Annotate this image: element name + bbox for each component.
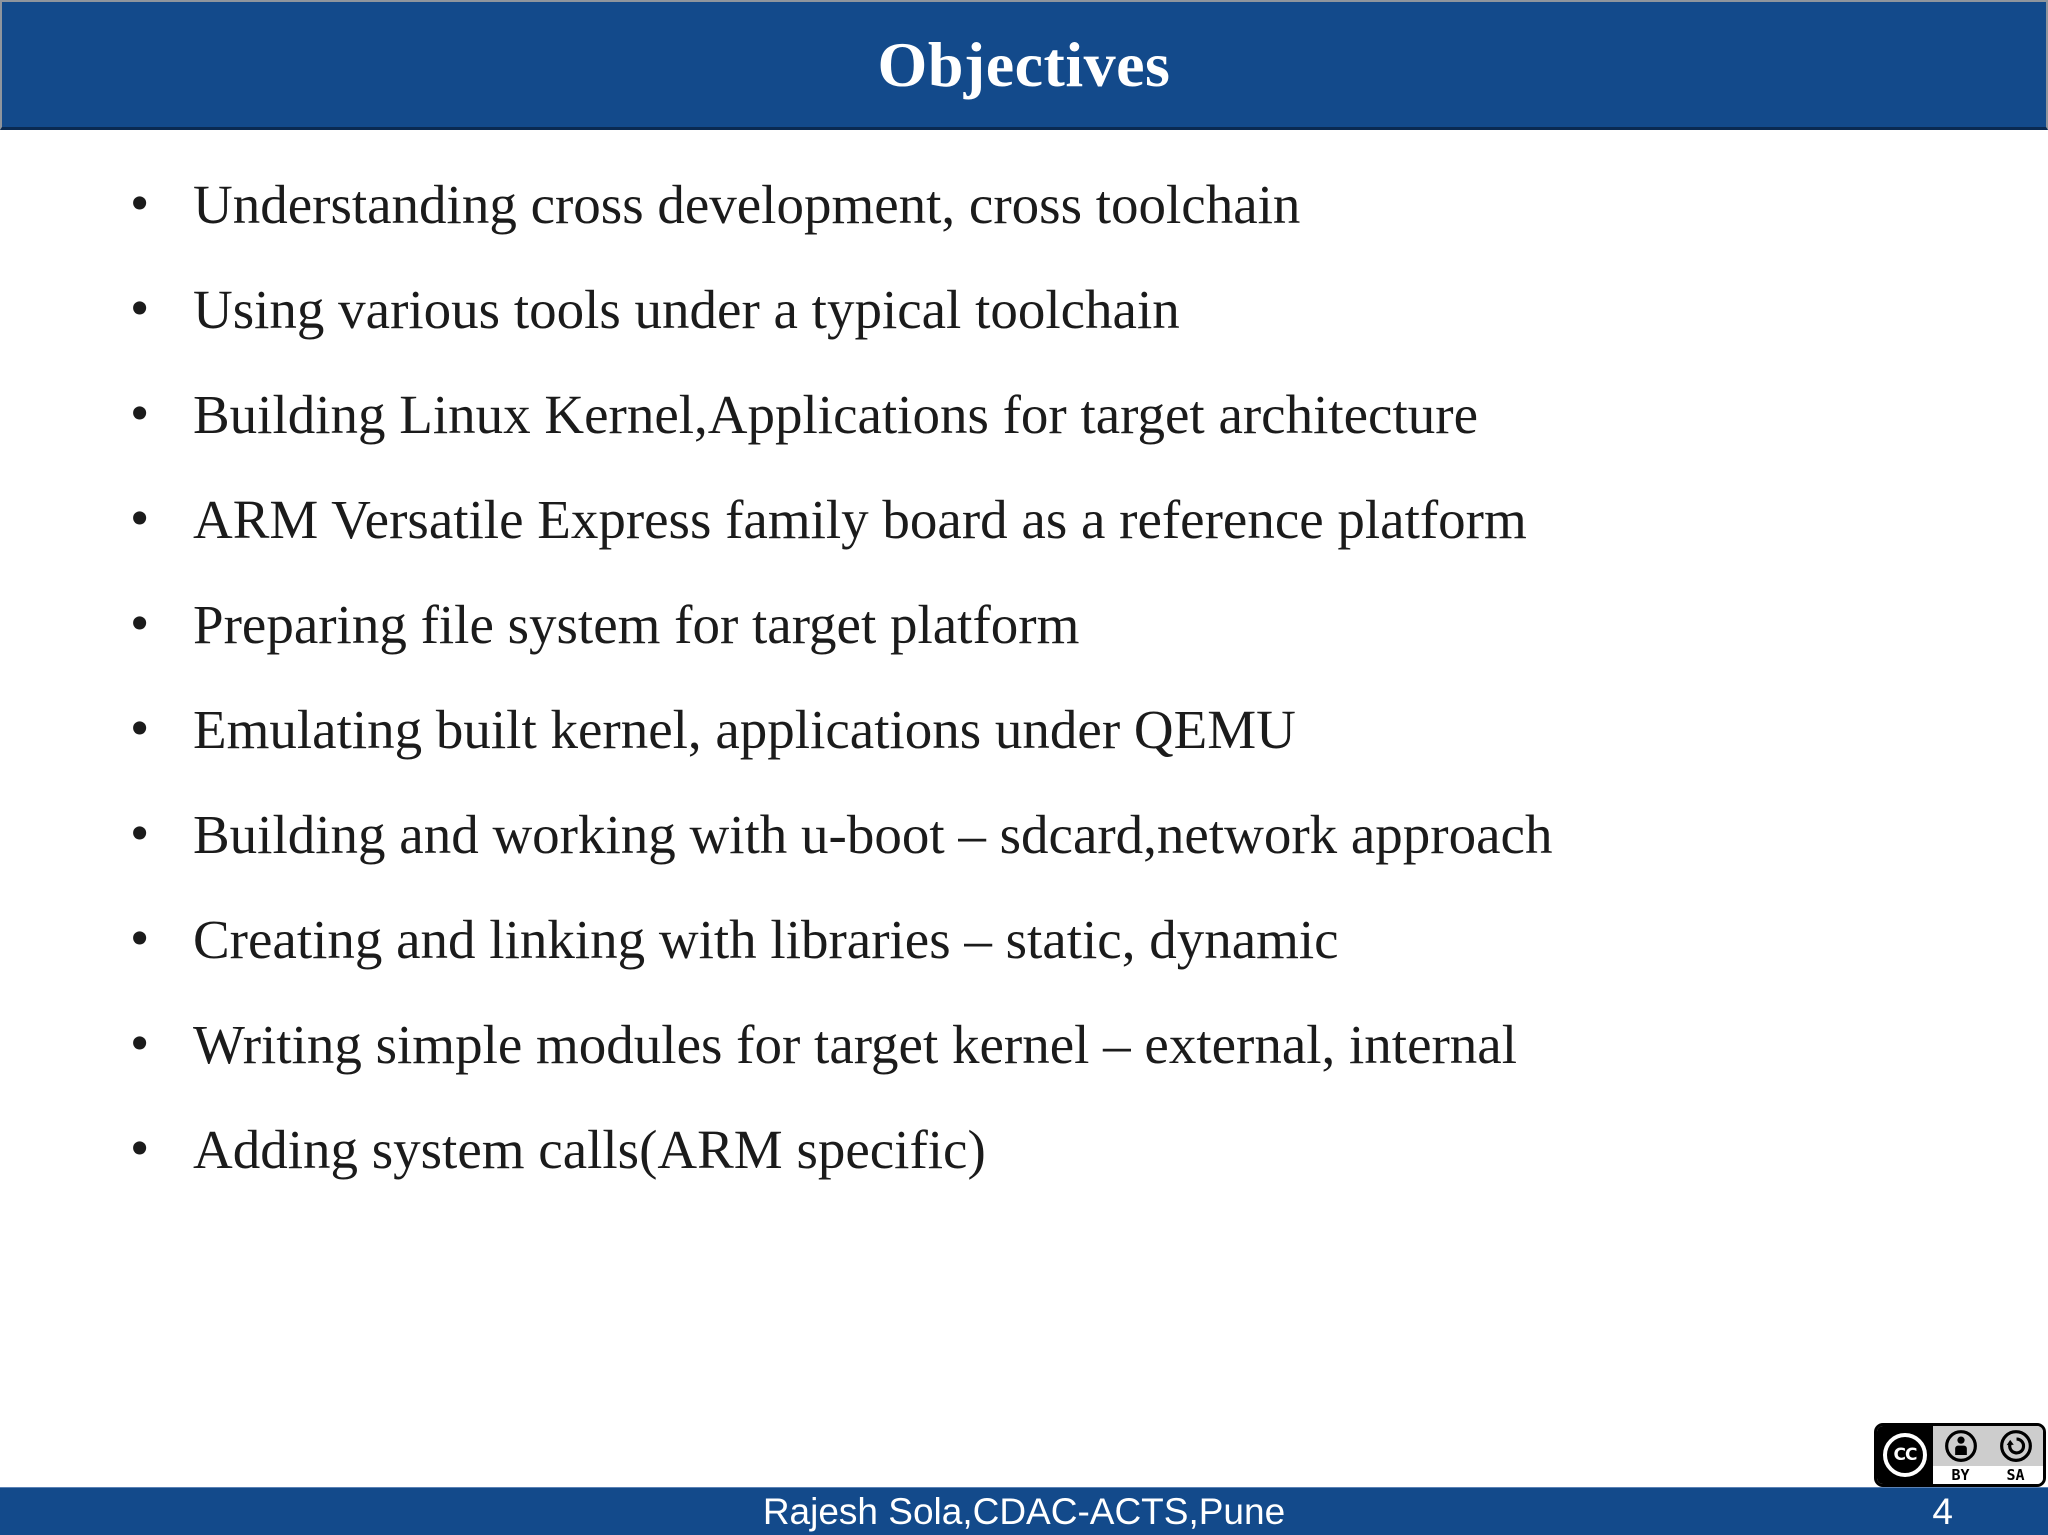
bullet-item: • Building Linux Kernel,Applications for… bbox=[130, 382, 2008, 445]
bullet-dot-icon: • bbox=[130, 382, 150, 443]
bullet-text: Understanding cross development, cross t… bbox=[193, 174, 1301, 235]
bullet-text: Building and working with u-boot – sdcar… bbox=[193, 804, 1553, 865]
page-number: 4 bbox=[1932, 1491, 1953, 1532]
bullet-list: • Understanding cross development, cross… bbox=[0, 130, 2048, 1226]
bullet-text: Creating and linking with libraries – st… bbox=[193, 909, 1339, 970]
bullet-item: • Understanding cross development, cross… bbox=[130, 172, 2008, 235]
bullet-item: • Emulating built kernel, applications u… bbox=[130, 697, 2008, 760]
bullet-dot-icon: • bbox=[130, 172, 150, 233]
cc-badge-left-panel: CC bbox=[1877, 1426, 1933, 1484]
bullet-dot-icon: • bbox=[130, 592, 150, 653]
bullet-text: Using various tools under a typical tool… bbox=[193, 279, 1180, 340]
bullet-dot-icon: • bbox=[130, 487, 150, 548]
bullet-item: • Preparing file system for target platf… bbox=[130, 592, 2008, 655]
cc-badge-labels: BY SA bbox=[1933, 1467, 2043, 1483]
bullet-dot-icon: • bbox=[130, 277, 150, 338]
cc-logo-icon: CC bbox=[1883, 1433, 1927, 1477]
bullet-text: ARM Versatile Express family board as a … bbox=[193, 489, 1527, 550]
bullet-dot-icon: • bbox=[130, 1117, 150, 1178]
title-bar: Objectives bbox=[0, 0, 2048, 130]
bullet-item: • Writing simple modules for target kern… bbox=[130, 1012, 2008, 1075]
cc-badge-right-panel: BY SA bbox=[1933, 1426, 2043, 1484]
bullet-dot-icon: • bbox=[130, 1012, 150, 1073]
bullet-item: • Using various tools under a typical to… bbox=[130, 277, 2008, 340]
by-person-icon bbox=[1944, 1429, 1978, 1468]
bullet-dot-icon: • bbox=[130, 802, 150, 863]
by-label: BY bbox=[1951, 1466, 1970, 1484]
bullet-item: • ARM Versatile Express family board as … bbox=[130, 487, 2008, 550]
cc-badge-icons bbox=[1933, 1429, 2043, 1468]
bullet-dot-icon: • bbox=[130, 907, 150, 968]
bullet-text: Adding system calls(ARM specific) bbox=[193, 1119, 986, 1180]
bullet-text: Emulating built kernel, applications und… bbox=[193, 699, 1296, 760]
sa-arrow-icon bbox=[1999, 1429, 2033, 1468]
footer-bar: Rajesh Sola,CDAC-ACTS,Pune 4 bbox=[0, 1487, 2048, 1535]
page-title: Objectives bbox=[877, 28, 1171, 100]
bullet-text: Building Linux Kernel,Applications for t… bbox=[193, 384, 1478, 445]
bullet-text: Preparing file system for target platfor… bbox=[193, 594, 1080, 655]
bullet-text: Writing simple modules for target kernel… bbox=[193, 1014, 1518, 1075]
cc-license-badge[interactable]: CC bbox=[1874, 1423, 2046, 1487]
sa-label: SA bbox=[2006, 1466, 2025, 1484]
bullet-item: • Creating and linking with libraries – … bbox=[130, 907, 2008, 970]
bullet-item: • Building and working with u-boot – sdc… bbox=[130, 802, 2008, 865]
footer-author: Rajesh Sola,CDAC-ACTS,Pune bbox=[762, 1491, 1286, 1532]
bullet-dot-icon: • bbox=[130, 697, 150, 758]
bullet-item: • Adding system calls(ARM specific) bbox=[130, 1117, 2008, 1180]
